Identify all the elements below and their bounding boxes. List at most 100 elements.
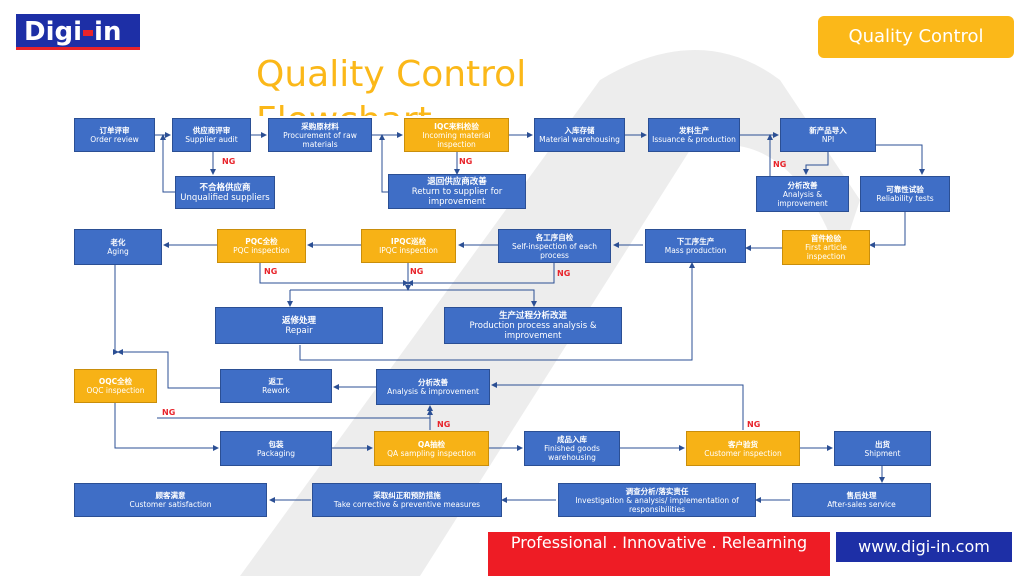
- step-after-sales-cn: 售后处理: [846, 491, 877, 500]
- step-rework[interactable]: 返工 Rework: [220, 369, 332, 403]
- step-material-warehousing[interactable]: 入库存储 Material warehousing: [534, 118, 625, 152]
- step-finished-goods-cn: 成品入库: [557, 435, 587, 444]
- step-issuance-cn: 发料生产: [679, 126, 709, 135]
- step-supplier-audit[interactable]: 供应商评审 Supplier audit: [172, 118, 251, 152]
- step-finished-goods[interactable]: 成品入库 Finished goods warehousing: [524, 431, 620, 466]
- step-iqc-cn: IQC来料检验: [434, 121, 479, 131]
- step-npi-cn: 新产品导入: [809, 126, 847, 135]
- step-qa-sampling-en: QA sampling inspection: [387, 448, 476, 458]
- step-return-supplier-en: Return to supplier for improvement: [411, 186, 503, 207]
- step-qa-sampling-cn: QA抽检: [417, 439, 446, 449]
- step-first-article[interactable]: 首件检验 First article inspection: [782, 230, 870, 265]
- step-unqualified-suppliers-cn: 不合格供应商: [199, 182, 251, 193]
- step-corrective-en: Take corrective & preventive measures: [333, 500, 481, 509]
- ng-label-qa: NG: [437, 420, 451, 429]
- step-oqc[interactable]: OQC全检 OQC inspection: [74, 369, 157, 403]
- step-aging-cn: 老化: [110, 238, 126, 247]
- step-procurement[interactable]: 采购原材料 Procurement of raw materials: [268, 118, 372, 152]
- step-material-warehousing-en: Material warehousing: [539, 135, 620, 144]
- step-analysis-qa[interactable]: 分析改善 Analysis & improvement: [376, 369, 490, 405]
- step-unqualified-suppliers-en: Unqualified suppliers: [180, 192, 270, 203]
- footer-website[interactable]: www.digi-in.com: [836, 532, 1012, 562]
- step-analysis-npi-cn: 分析改善: [787, 180, 818, 190]
- step-npi[interactable]: 新产品导入 NPI: [780, 118, 876, 152]
- step-satisfaction-en: Customer satisfaction: [129, 500, 212, 509]
- section-badge: Quality Control: [818, 16, 1014, 58]
- step-investigation-cn: 调查分析/落实责任: [625, 486, 689, 496]
- step-reliability-en: Reliability tests: [876, 194, 934, 203]
- step-return-supplier-cn: 退回供应商改善: [427, 176, 487, 187]
- ng-label-npi: NG: [773, 160, 787, 169]
- step-supplier-audit-en: Supplier audit: [185, 135, 238, 144]
- step-mass-production-en: Mass production: [664, 246, 727, 255]
- step-analysis-qa-cn: 分析改善: [418, 378, 448, 387]
- logo-text-digi: Digi: [24, 17, 83, 47]
- step-shipment[interactable]: 出货 Shipment: [834, 431, 931, 466]
- logo-dash: [83, 29, 94, 36]
- step-analysis-npi-en: Analysis & improvement: [777, 189, 828, 208]
- step-mass-production-cn: 下工序生产: [676, 237, 715, 246]
- step-rework-en: Rework: [262, 386, 290, 395]
- step-rework-cn: 返工: [268, 377, 284, 386]
- step-customer-inspection-cn: 客户验货: [728, 439, 758, 449]
- logo-text-in: in: [94, 17, 122, 47]
- ng-label-customer: NG: [747, 420, 761, 429]
- step-pqc-en: PQC inspection: [233, 246, 290, 255]
- step-shipment-cn: 出货: [875, 439, 890, 449]
- step-procurement-en: Procurement of raw materials: [283, 130, 357, 149]
- step-analysis-qa-en: Analysis & improvement: [387, 387, 479, 396]
- step-mass-production[interactable]: 下工序生产 Mass production: [645, 229, 746, 263]
- step-investigation-en: Investigation & analysis/ implementation…: [575, 495, 739, 514]
- step-satisfaction-cn: 顾客满意: [155, 491, 186, 500]
- step-ipqc-cn: IPQC巡检: [390, 237, 427, 246]
- step-analysis-npi[interactable]: 分析改善 Analysis & improvement: [756, 176, 849, 212]
- step-self-inspection-en: Self-inspection of each process: [511, 241, 598, 260]
- step-supplier-audit-cn: 供应商评审: [192, 126, 231, 135]
- step-oqc-en: OQC inspection: [86, 386, 145, 395]
- step-unqualified-suppliers[interactable]: 不合格供应商 Unqualified suppliers: [175, 176, 275, 209]
- ng-label-iqc: NG: [459, 157, 473, 166]
- step-packaging-en: Packaging: [256, 448, 296, 458]
- ng-label-pqc: NG: [264, 267, 278, 276]
- step-satisfaction[interactable]: 顾客满意 Customer satisfaction: [74, 483, 267, 517]
- step-qa-sampling[interactable]: QA抽检 QA sampling inspection: [374, 431, 489, 466]
- step-reliability[interactable]: 可靠性试验 Reliability tests: [860, 176, 950, 212]
- step-process-analysis-cn: 生产过程分析改进: [498, 310, 567, 321]
- step-order-review[interactable]: 订单评审 Order review: [74, 118, 155, 152]
- step-pqc[interactable]: PQC全检 PQC inspection: [217, 229, 306, 263]
- step-aging[interactable]: 老化 Aging: [74, 229, 162, 265]
- step-return-supplier[interactable]: 退回供应商改善 Return to supplier for improveme…: [388, 174, 526, 209]
- step-issuance[interactable]: 发料生产 Issuance & production: [648, 118, 740, 152]
- step-first-article-en: First article inspection: [805, 243, 847, 261]
- step-packaging[interactable]: 包装 Packaging: [220, 431, 332, 466]
- ng-label-oqc: NG: [162, 408, 176, 417]
- step-ipqc[interactable]: IPQC巡检 IPQC inspection: [361, 229, 456, 263]
- step-shipment-en: Shipment: [864, 448, 901, 458]
- page-title-line1: Quality Control: [256, 54, 527, 95]
- step-corrective-cn: 采取纠正和预防措施: [373, 491, 441, 500]
- step-order-review-cn: 订单评审: [99, 126, 130, 135]
- step-material-warehousing-cn: 入库存储: [564, 126, 595, 135]
- step-corrective[interactable]: 采取纠正和预防措施 Take corrective & preventive m…: [312, 483, 502, 517]
- step-iqc[interactable]: IQC来料检验 Incoming material inspection: [404, 118, 509, 152]
- step-investigation[interactable]: 调查分析/落实责任 Investigation & analysis/ impl…: [558, 483, 756, 517]
- step-ipqc-en: IPQC inspection: [379, 246, 438, 255]
- step-pqc-cn: PQC全检: [245, 237, 278, 246]
- step-customer-inspection[interactable]: 客户验货 Customer inspection: [686, 431, 800, 466]
- step-self-inspection-cn: 各工序自检: [535, 232, 574, 242]
- step-repair[interactable]: 返修处理 Repair: [215, 307, 383, 344]
- step-finished-goods-en: Finished goods warehousing: [544, 444, 600, 462]
- step-order-review-en: Order review: [90, 135, 139, 144]
- step-repair-cn: 返修处理: [281, 315, 316, 326]
- logo-accent-bar: [16, 47, 140, 50]
- ng-label-self-inspection: NG: [557, 269, 571, 278]
- step-after-sales[interactable]: 售后处理 After-sales service: [792, 483, 931, 517]
- step-process-analysis[interactable]: 生产过程分析改进 Production process analysis & i…: [444, 307, 622, 344]
- step-self-inspection[interactable]: 各工序自检 Self-inspection of each process: [498, 229, 611, 263]
- step-process-analysis-en: Production process analysis & improvemen…: [469, 320, 597, 341]
- page-title: Quality Control Flowchart: [256, 52, 586, 116]
- step-aging-en: Aging: [107, 247, 129, 256]
- step-after-sales-en: After-sales service: [827, 500, 896, 509]
- ng-label-supplier: NG: [222, 157, 236, 166]
